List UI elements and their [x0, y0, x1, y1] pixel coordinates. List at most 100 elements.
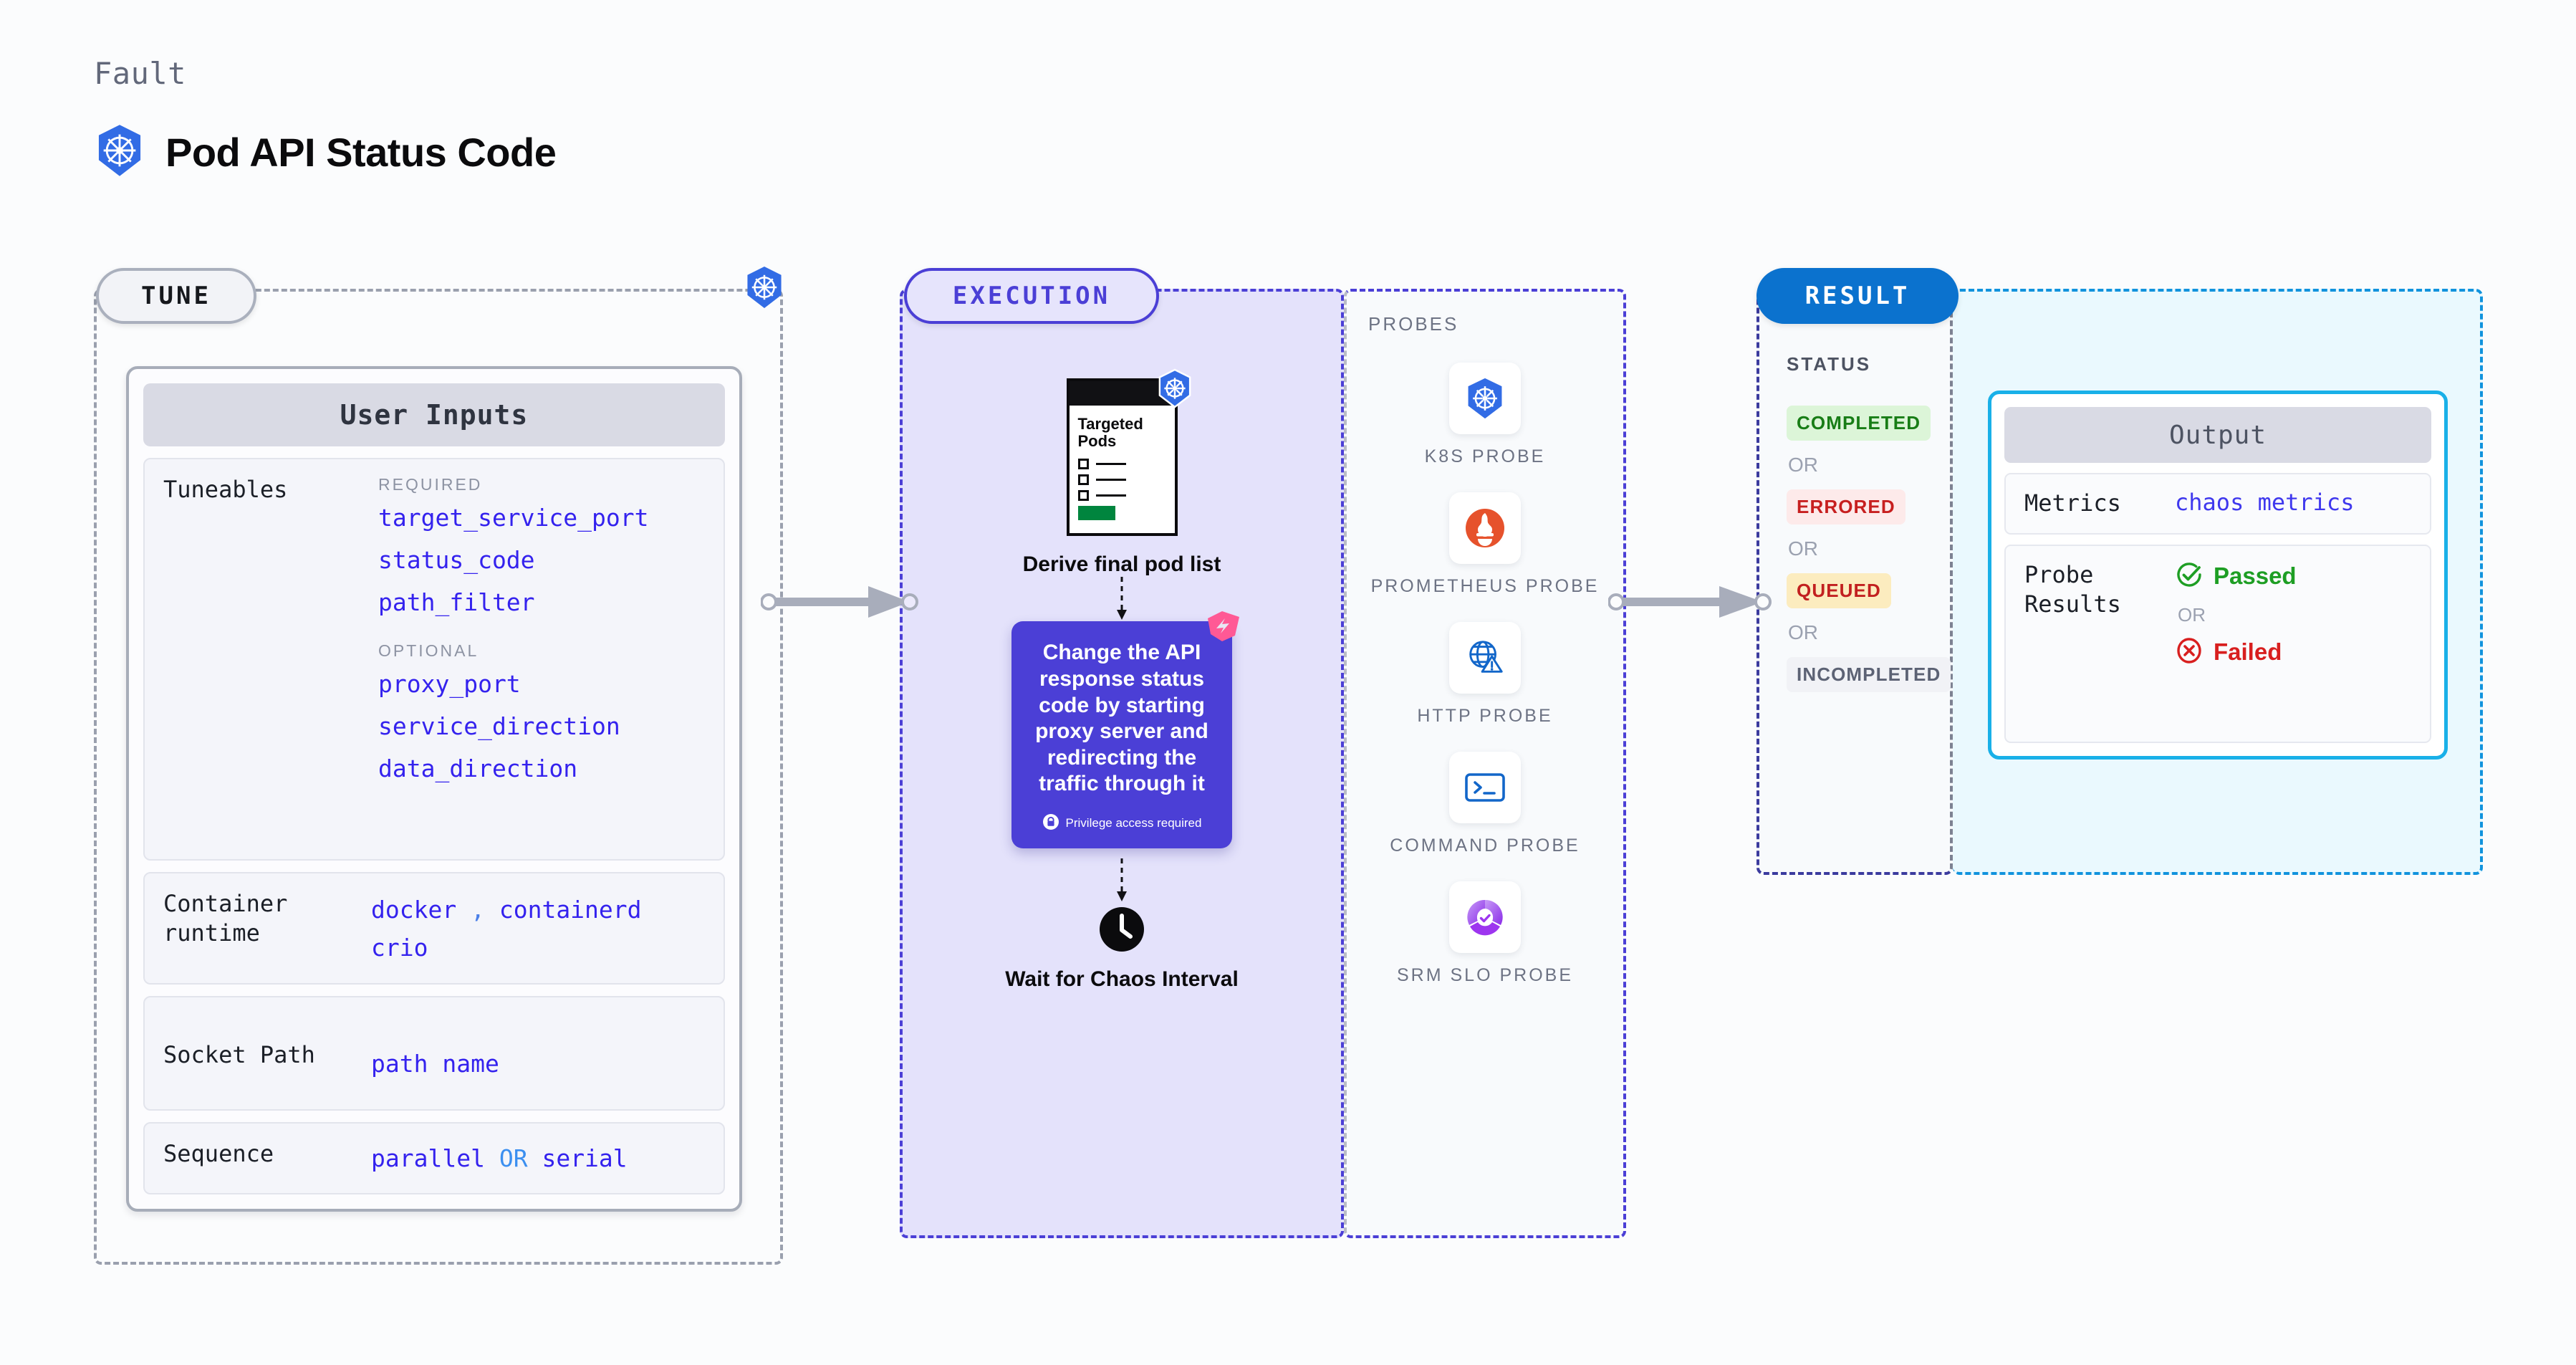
- execution-stage-pill[interactable]: EXECUTION: [904, 268, 1159, 324]
- optional-header: OPTIONAL: [378, 641, 479, 660]
- probes-title: PROBES: [1368, 313, 1459, 335]
- kubernetes-icon: [1156, 368, 1193, 412]
- connector-tune-to-execution: [760, 580, 918, 623]
- sequence-panel: Sequence parallel OR serial: [143, 1121, 725, 1194]
- checkbox-icon: [1077, 458, 1089, 469]
- placeholder-line: [1095, 494, 1126, 497]
- probe-passed-label: Passed: [2214, 562, 2297, 590]
- runtime-separator: ,: [471, 895, 485, 924]
- status-header: STATUS: [1787, 353, 1872, 375]
- derive-pod-list-label: Derive final pod list: [1022, 552, 1221, 576]
- checkbox-icon: [1077, 474, 1089, 485]
- document-title: Targeted Pods: [1077, 415, 1143, 450]
- tuneable-token[interactable]: status_code: [378, 546, 535, 574]
- probe-item-command[interactable]: COMMAND PROBE: [1390, 752, 1580, 857]
- tuneable-token[interactable]: data_direction: [378, 755, 578, 782]
- document-titlebar: [1069, 381, 1175, 406]
- x-circle-icon: [2175, 636, 2203, 669]
- result-stage-pill[interactable]: RESULT: [1756, 268, 1959, 324]
- probe-failed-label: Failed: [2214, 638, 2282, 666]
- sequence-or-keyword: OR: [499, 1144, 528, 1172]
- page-title: Pod API Status Code: [165, 130, 557, 175]
- document-list-item: [1077, 489, 1166, 501]
- sequence-label: Sequence: [163, 1139, 274, 1167]
- status-badge-incompleted: INCOMPLETED: [1787, 657, 1951, 692]
- runtime-value[interactable]: docker: [371, 895, 457, 924]
- page-eyebrow: Fault: [94, 56, 186, 91]
- sequence-value-parallel[interactable]: parallel: [371, 1144, 485, 1172]
- document-list-item: [1077, 474, 1166, 485]
- output-probe-results-row: Probe Results Passed OR: [2004, 544, 2431, 743]
- status-badge-queued: QUEUED: [1787, 573, 1891, 608]
- checkbox-icon: [1077, 489, 1089, 501]
- sequence-value-serial[interactable]: serial: [542, 1144, 628, 1172]
- harness-logo: [1203, 610, 1241, 648]
- probe-label: SRM SLO PROBE: [1397, 965, 1573, 985]
- privilege-note: Privilege access required: [1029, 813, 1215, 834]
- targeted-pods-document: Targeted Pods: [1066, 368, 1191, 536]
- tuneables-values: REQUIRED target_service_port status_code…: [378, 475, 649, 843]
- socket-path-value[interactable]: path name: [371, 1049, 499, 1078]
- srm-slo-icon: [1449, 881, 1521, 953]
- container-runtime-values: docker , containerd crio: [371, 889, 642, 967]
- prometheus-icon: [1449, 492, 1521, 564]
- socket-path-panel: Socket Path path name: [143, 995, 725, 1111]
- tuneable-token[interactable]: service_direction: [378, 712, 620, 740]
- clock-icon: [1098, 906, 1145, 957]
- probe-item-srm-slo[interactable]: SRM SLO PROBE: [1397, 881, 1573, 987]
- kubernetes-icon: [744, 265, 785, 313]
- output-title: Output: [2004, 407, 2431, 463]
- runtime-value[interactable]: containerd: [499, 895, 642, 924]
- socket-path-label: Socket Path: [163, 1040, 315, 1068]
- tuneables-panel: Tuneables REQUIRED target_service_port s…: [143, 458, 725, 861]
- probe-results-values: Passed OR Failed: [2175, 560, 2297, 669]
- globe-warning-icon: [1448, 622, 1521, 694]
- privilege-note-text: Privilege access required: [1065, 816, 1202, 830]
- status-badge-errored: ERRORED: [1787, 489, 1905, 525]
- metrics-value[interactable]: chaos metrics: [2175, 489, 2355, 516]
- kubernetes-icon: [94, 123, 145, 181]
- or-separator: OR: [1788, 454, 1818, 476]
- sequence-values: parallel OR serial: [371, 1139, 628, 1177]
- probe-label: K8S PROBE: [1424, 446, 1546, 466]
- output-card: Output Metrics chaos metrics Probe Resul…: [1988, 391, 2448, 760]
- probe-item-k8s[interactable]: K8S PROBE: [1425, 363, 1546, 468]
- kubernetes-icon: [1448, 363, 1521, 434]
- tuneable-token[interactable]: path_filter: [378, 588, 535, 616]
- check-circle-icon: [2175, 560, 2203, 593]
- or-separator: OR: [1788, 621, 1818, 643]
- terminal-icon: [1449, 752, 1521, 823]
- user-inputs-title: User Inputs: [143, 383, 725, 446]
- document-list-item: [1077, 458, 1166, 469]
- required-header: REQUIRED: [378, 475, 483, 494]
- container-runtime-label: Container runtime: [163, 889, 288, 947]
- probe-label: HTTP PROBE: [1417, 706, 1553, 726]
- runtime-value[interactable]: crio: [371, 934, 428, 962]
- probe-item-http[interactable]: HTTP PROBE: [1417, 622, 1552, 727]
- tune-stage-container: [94, 289, 783, 1265]
- wait-chaos-interval-label: Wait for Chaos Interval: [1005, 967, 1239, 991]
- flow-arrow-down-icon: [1113, 858, 1130, 903]
- probe-results-label: Probe Results: [2024, 560, 2121, 618]
- output-metrics-row: Metrics chaos metrics: [2004, 473, 2431, 535]
- probe-result-passed: Passed: [2175, 560, 2297, 593]
- container-runtime-panel: Container runtime docker , containerd cr…: [143, 871, 725, 985]
- page-title-row: Pod API Status Code: [94, 123, 557, 181]
- tune-stage-pill[interactable]: TUNE: [96, 268, 256, 324]
- probe-label: COMMAND PROBE: [1390, 835, 1580, 856]
- tuneable-token[interactable]: target_service_port: [378, 504, 649, 532]
- flow-arrow-down-icon: [1113, 577, 1130, 621]
- metrics-label: Metrics: [2024, 489, 2121, 517]
- status-badge-completed: COMPLETED: [1787, 406, 1931, 441]
- connector-execution-to-result: [1607, 580, 1773, 623]
- probe-result-failed: Failed: [2175, 636, 2297, 669]
- placeholder-line: [1095, 462, 1126, 465]
- document-green-bar: [1077, 505, 1115, 520]
- probe-label: PROMETHEUS PROBE: [1370, 576, 1600, 596]
- chaos-action-card: Change the API response status code by s…: [1011, 611, 1239, 848]
- document-body: Targeted Pods: [1070, 406, 1175, 520]
- tuneable-token[interactable]: proxy_port: [378, 670, 521, 698]
- probe-item-prometheus[interactable]: PROMETHEUS PROBE: [1371, 492, 1600, 598]
- or-separator: OR: [1788, 537, 1818, 560]
